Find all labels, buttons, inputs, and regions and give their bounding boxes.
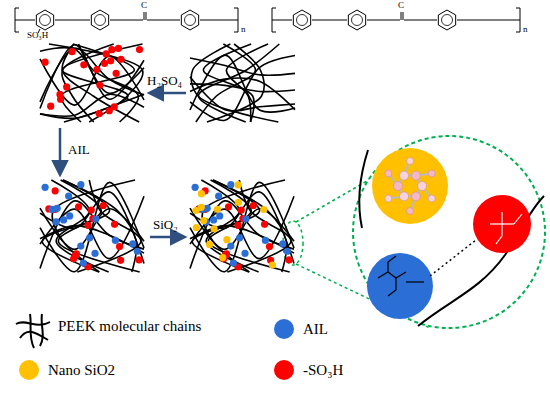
repeat-index: n [241, 25, 246, 35]
reagent-label: SiO₂ [153, 218, 178, 232]
reagent-label: H₂SO₄ [147, 74, 182, 88]
legend-swatch [274, 319, 294, 339]
sulfonic-group [473, 195, 531, 253]
silica-molecule [385, 158, 435, 215]
legend-swatch [274, 360, 294, 380]
ail-molecule [367, 253, 433, 319]
legend-text: AIL [303, 321, 328, 338]
polymer-network [40, 44, 144, 122]
polymer-structure [272, 8, 520, 32]
zoom-circle [353, 136, 545, 328]
zoom-detail [359, 148, 544, 326]
legend-text: -SO₃H [303, 362, 343, 379]
polymer-network [40, 180, 144, 272]
process-arrow [150, 236, 184, 239]
substituent-label: SO₃H [27, 31, 48, 41]
legend-entry: Nano SiO2 [19, 360, 115, 380]
legend-text: PEEK molecular chains [58, 318, 201, 335]
process-arrow [150, 92, 186, 95]
legend-swatch [19, 360, 39, 380]
process-arrow [59, 128, 62, 174]
reagent-label: AIL [68, 143, 90, 157]
repeat-index: n [523, 25, 528, 35]
legend-chain-symbol [16, 314, 50, 348]
polymer-network [190, 44, 295, 122]
legend-entry: PEEK molecular chains [58, 318, 201, 335]
polymer-structure [15, 8, 238, 33]
atom-label: C [141, 1, 147, 11]
legend-entry: -SO₃H [274, 360, 343, 380]
polymer-network [190, 180, 294, 272]
legend-text: Nano SiO2 [48, 362, 115, 379]
atom-label: C [398, 1, 404, 11]
silica-particle [372, 148, 448, 224]
legend-entry: AIL [274, 319, 328, 339]
